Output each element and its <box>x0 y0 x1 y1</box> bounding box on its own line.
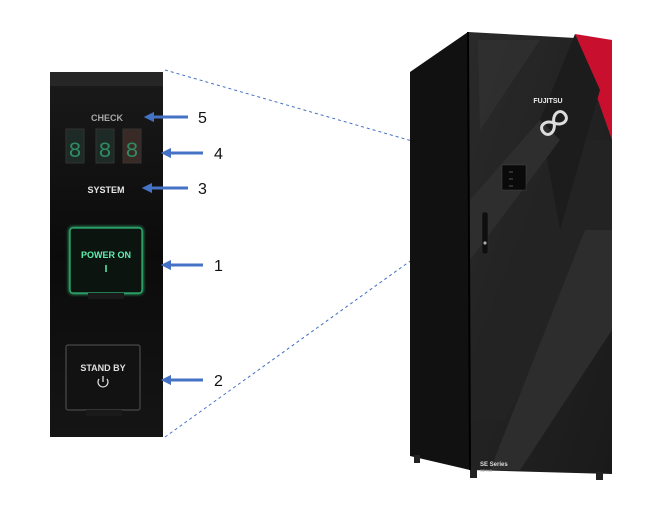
server-cabinet: FUJITSU SE Series SE740 <box>410 31 612 480</box>
power-icon <box>97 376 109 388</box>
standby-button[interactable]: STAND BY <box>65 344 141 416</box>
infinity-logo-icon <box>540 110 568 136</box>
callout-number: 2 <box>214 373 223 390</box>
digit-3: 8 <box>125 139 138 164</box>
power-on-label: POWER ON <box>81 250 131 260</box>
series-label: SE Series <box>480 462 508 468</box>
model-label: SE740 <box>480 468 493 473</box>
callout-2: 2 <box>160 373 223 390</box>
callout-number: 5 <box>198 110 207 127</box>
digit-2: 8 <box>98 139 111 164</box>
callout-number: 1 <box>214 258 223 275</box>
check-label: CHECK <box>91 113 124 123</box>
seven-segment-display: 8 8 8 <box>65 128 142 164</box>
digit-1: 8 <box>68 139 81 164</box>
callout-1: 1 <box>160 258 223 275</box>
callout-4: 4 <box>160 146 223 163</box>
operator-panel <box>501 164 527 191</box>
standby-label: STAND BY <box>80 363 125 373</box>
power-on-symbol: I <box>105 264 108 275</box>
panel-photo: CHECK 8 8 8 SYSTEM POWER ON I STAND BY <box>50 72 163 437</box>
door-handle[interactable] <box>481 211 489 255</box>
brand-logo: FUJITSU <box>533 98 562 105</box>
callout-5: 5 <box>143 110 207 127</box>
power-on-button[interactable]: POWER ON I <box>69 227 143 299</box>
callout-3: 3 <box>141 181 207 198</box>
callout-number: 4 <box>214 146 223 163</box>
system-label: SYSTEM <box>87 185 124 195</box>
callout-number: 3 <box>198 181 207 198</box>
